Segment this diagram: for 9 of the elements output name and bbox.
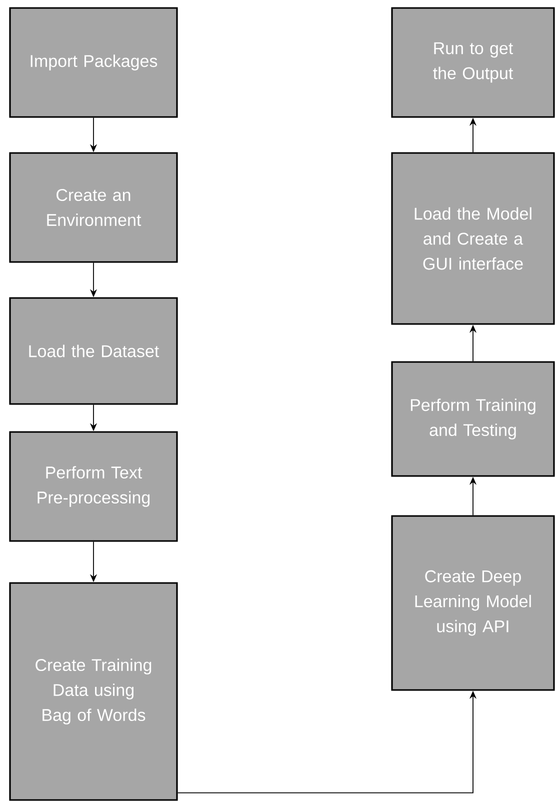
process-box: Create Training Data using Bag of Words bbox=[9, 582, 178, 801]
process-box: Import Packages bbox=[9, 7, 178, 118]
process-box: Create Deep Learning Model using API bbox=[391, 515, 555, 691]
process-box: Load the Model and Create a GUI interface bbox=[391, 152, 555, 325]
process-box: Run to get the Output bbox=[391, 7, 555, 118]
process-box: Create an Environment bbox=[9, 152, 178, 263]
process-box: Load the Dataset bbox=[9, 297, 178, 405]
process-box: Perform Training and Testing bbox=[391, 361, 555, 477]
process-box: Perform Text Pre-processing bbox=[9, 431, 178, 542]
